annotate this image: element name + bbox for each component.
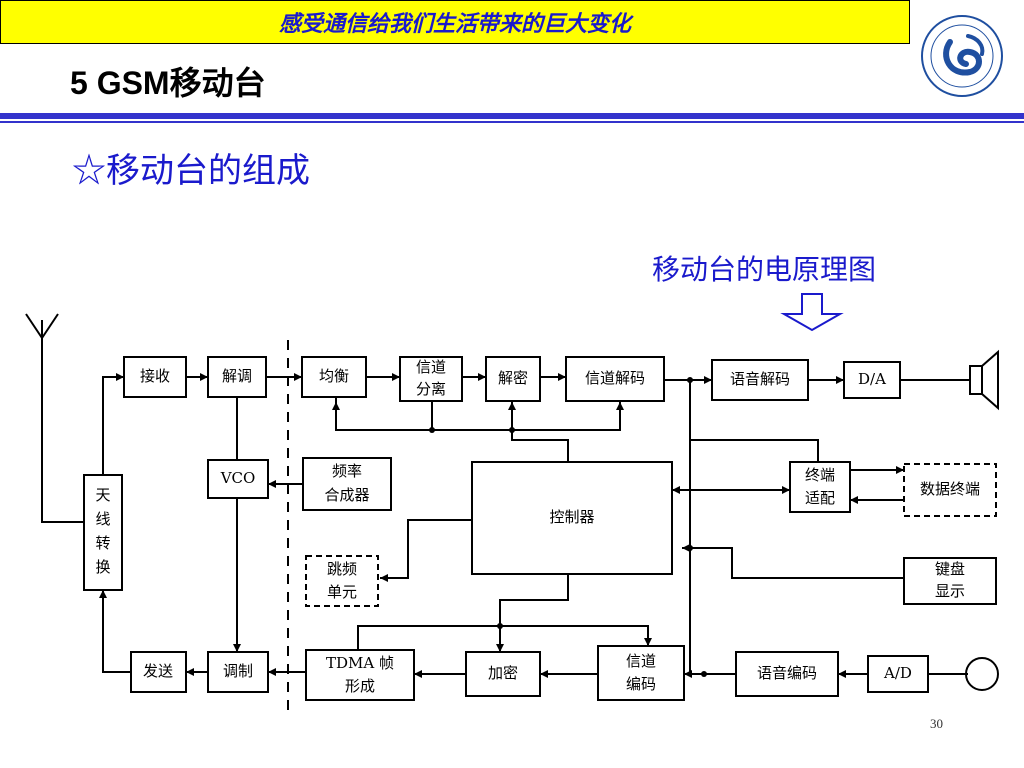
- block-channel-encode-line1: 信道: [626, 652, 656, 670]
- down-arrow-icon: [780, 293, 844, 332]
- block-channel-separation-line2: 分离: [416, 380, 446, 398]
- block-keyboard-line2: 显示: [935, 582, 965, 600]
- page-number: 30: [930, 716, 943, 731]
- block-antenna-switch-char2: 线: [95, 510, 110, 528]
- block-encrypt: 加密: [488, 664, 518, 682]
- block-tdma-line1: TDMA 帧: [326, 654, 394, 672]
- slide-title: 5 GSM移动台: [70, 65, 266, 101]
- banner-text: 感受通信给我们生活带来的巨大变化: [278, 11, 631, 37]
- block-decrypt: 解密: [498, 369, 528, 387]
- block-antenna-switch-char4: 换: [95, 558, 110, 576]
- block-keyboard-line1: 键盘: [935, 560, 965, 578]
- block-hop-unit-line1: 跳频: [327, 560, 357, 578]
- block-receive: 接收: [140, 367, 170, 385]
- block-diagram: 接收 解调 均衡 信道 分离 解密 信道解码 语音解码 D/A VCO 频率 合…: [25, 313, 999, 712]
- block-channel-separation-line1: 信道: [416, 358, 446, 376]
- block-antenna-switch-char3: 转: [95, 534, 110, 552]
- block-hop-unit-line2: 单元: [327, 583, 357, 601]
- section-subtitle: ☆移动台的组成: [72, 151, 310, 191]
- block-vco: VCO: [220, 469, 256, 487]
- top-banner: 感受通信给我们生活带来的巨大变化: [0, 0, 910, 44]
- block-freq-synth-line2: 合成器: [324, 486, 369, 504]
- block-speech-decode: 语音解码: [730, 370, 790, 388]
- block-terminal-adapter-line2: 适配: [805, 489, 835, 507]
- block-demod: 解调: [222, 367, 252, 385]
- block-channel-encode-line2: 编码: [626, 675, 656, 693]
- block-equalizer: 均衡: [319, 367, 349, 385]
- block-da: D/A: [858, 370, 886, 388]
- university-logo: [921, 15, 1003, 97]
- title-rule-thin: [0, 121, 1024, 123]
- block-data-terminal: 数据终端: [920, 480, 980, 498]
- title-rule-thick: [0, 113, 1024, 119]
- block-controller: 控制器: [549, 508, 594, 526]
- block-speech-encode: 语音编码: [757, 664, 817, 682]
- diagram-caption: 移动台的电原理图: [652, 253, 877, 286]
- block-antenna-switch-char1: 天: [95, 486, 110, 504]
- block-channel-decode: 信道解码: [585, 369, 645, 387]
- block-transmit: 发送: [143, 662, 173, 680]
- block-freq-synth-line1: 频率: [332, 462, 362, 480]
- block-tdma-line2: 形成: [345, 677, 375, 695]
- block-terminal-adapter-line1: 终端: [805, 466, 835, 484]
- block-modulate: 调制: [223, 662, 253, 680]
- block-ad: A/D: [883, 664, 912, 682]
